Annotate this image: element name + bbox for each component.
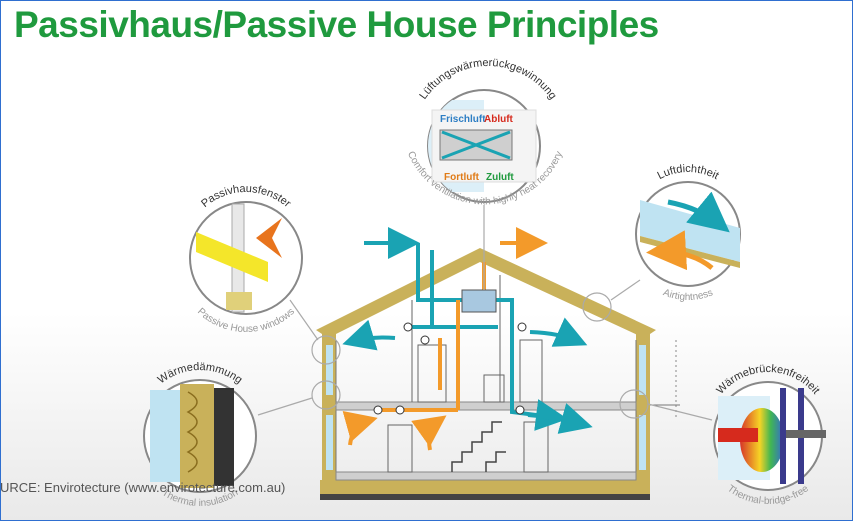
callout-ventilation: Frischluft Abluft Fortluft Zuluft Lüftun… <box>405 57 565 207</box>
source-credit: URCE: Envirotecture (www.envirotecture.c… <box>0 480 286 495</box>
svg-text:Airtightness: Airtightness <box>661 287 714 303</box>
callout-windows: Passivhausfenster Passive House windows <box>189 183 303 335</box>
label-fresh-air: Frischluft <box>440 114 486 125</box>
heat-recovery-unit <box>461 289 497 313</box>
house-structure <box>316 248 680 481</box>
callout-thermal-bridge: Wärmebrückenfreiheit Thermal-bridge-free <box>713 363 826 507</box>
page-title: Passivhaus/Passive House Principles <box>14 4 659 45</box>
callout-connectors <box>257 205 713 421</box>
label-outgoing-air: Fortluft <box>444 172 480 183</box>
ventilation-ducts <box>342 227 593 451</box>
airtightness-title: Luftdichtheit <box>656 163 721 182</box>
label-supply-air: Zuluft <box>486 172 514 183</box>
callout-airtightness: Luftdichtheit Airtightness <box>635 163 741 303</box>
label-exhaust-air: Abluft <box>484 114 514 125</box>
ground-line <box>320 494 650 500</box>
svg-text:Luftdichtheit: Luftdichtheit <box>656 163 721 182</box>
callout-insulation: Wärmedämmung Thermal insulation <box>143 361 257 509</box>
airtightness-subtitle: Airtightness <box>661 287 714 303</box>
foundation-slab <box>320 480 650 494</box>
duct-valves <box>373 322 527 415</box>
